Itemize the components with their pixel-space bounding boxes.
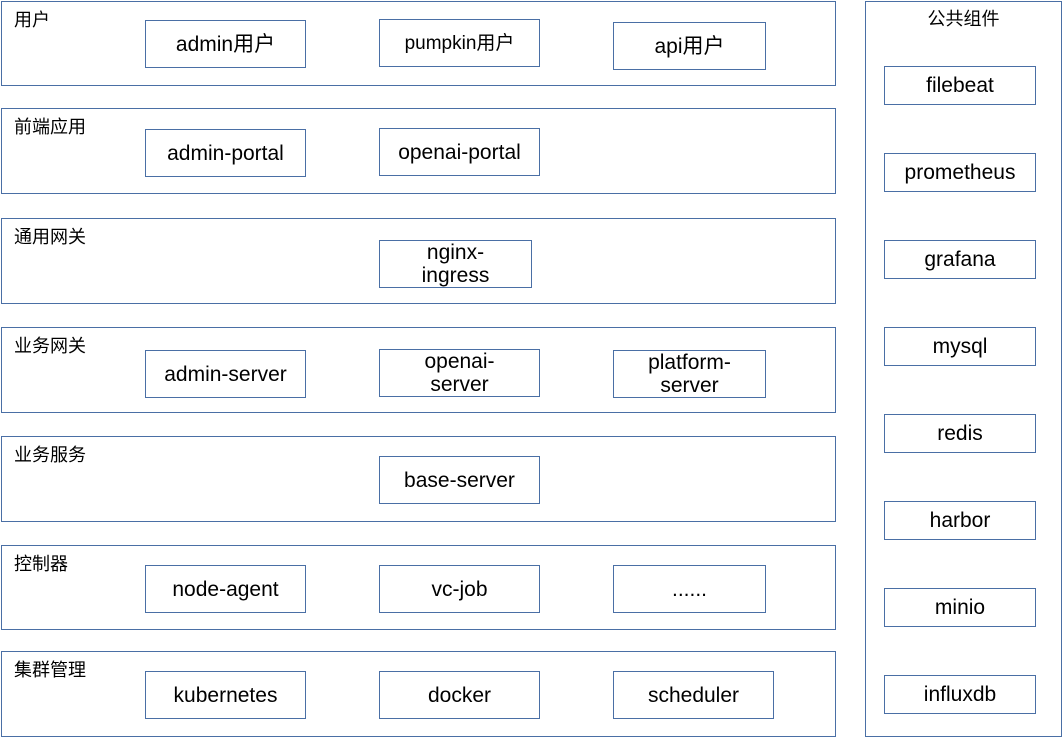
- box-kubernetes: kubernetes: [145, 671, 306, 719]
- box-pumpkin-user: pumpkin用户: [379, 19, 540, 67]
- layer-title: 通用网关: [14, 227, 86, 247]
- layer-frontend: 前端应用 admin-portal openai-portal: [1, 108, 836, 194]
- box-platform-server: platform-server: [613, 350, 766, 398]
- box-nginx-ingress: nginx-ingress: [379, 240, 532, 288]
- layer-title: 控制器: [14, 554, 68, 574]
- box-node-agent: node-agent: [145, 565, 306, 613]
- box-admin-portal: admin-portal: [145, 129, 306, 177]
- box-admin-server: admin-server: [145, 350, 306, 398]
- layer-business-service: 业务服务 base-server: [1, 436, 836, 522]
- component-grafana: grafana: [884, 240, 1036, 279]
- component-filebeat: filebeat: [884, 66, 1036, 105]
- box-docker: docker: [379, 671, 540, 719]
- component-minio: minio: [884, 588, 1036, 627]
- box-admin-user: admin用户: [145, 20, 306, 68]
- layer-users: 用户 admin用户 pumpkin用户 api用户: [1, 1, 836, 86]
- layer-title: 用户: [14, 10, 50, 30]
- box-openai-portal: openai-portal: [379, 128, 540, 176]
- component-harbor: harbor: [884, 501, 1036, 540]
- component-influxdb: influxdb: [884, 675, 1036, 714]
- layer-title: 业务服务: [14, 445, 86, 465]
- component-redis: redis: [884, 414, 1036, 453]
- box-api-user: api用户: [613, 22, 766, 70]
- box-vc-job: vc-job: [379, 565, 540, 613]
- common-components-panel: 公共组件 filebeat prometheus grafana mysql r…: [865, 1, 1062, 737]
- layer-title: 业务网关: [14, 336, 86, 356]
- box-base-server: base-server: [379, 456, 540, 504]
- layer-controller: 控制器 node-agent vc-job ......: [1, 545, 836, 630]
- component-prometheus: prometheus: [884, 153, 1036, 192]
- box-ellipsis: ......: [613, 565, 766, 613]
- box-openai-server: openai-server: [379, 349, 540, 397]
- component-mysql: mysql: [884, 327, 1036, 366]
- layer-cluster-management: 集群管理 kubernetes docker scheduler: [1, 651, 836, 737]
- box-scheduler: scheduler: [613, 671, 774, 719]
- layer-title: 前端应用: [14, 117, 86, 137]
- layer-business-gateway: 业务网关 admin-server openai-server platform…: [1, 327, 836, 413]
- layer-common-gateway: 通用网关 nginx-ingress: [1, 218, 836, 304]
- common-components-title: 公共组件: [927, 9, 1000, 29]
- layer-title: 集群管理: [14, 660, 86, 680]
